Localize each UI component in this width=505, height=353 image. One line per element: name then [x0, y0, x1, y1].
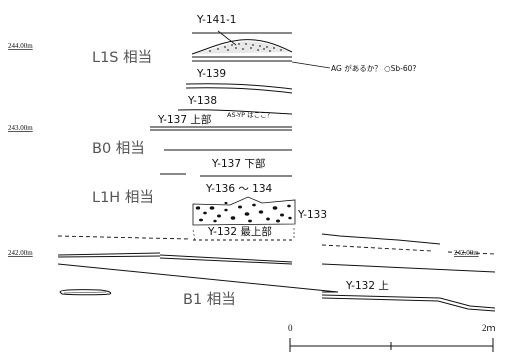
elevation-label-242-right: 242.00m — [454, 249, 479, 257]
boundary-line — [321, 297, 496, 312]
layer-label-y132-upper: Y-132 上 — [345, 280, 389, 292]
dashed-horizon — [447, 251, 496, 255]
layer-label-y136-134: Y-136 ～ 134 — [205, 183, 273, 195]
lens-inner-line — [63, 291, 107, 294]
zone-label-b0: B0 相当 — [92, 140, 145, 157]
boundary-line — [57, 255, 161, 258]
boundary-line — [57, 263, 339, 293]
layer-label-y138: Y-138 — [187, 95, 217, 107]
dashed-bound — [192, 229, 196, 241]
elevation-label-243: 243.00m — [8, 124, 33, 132]
annotation-ag: AG があるか？ ○Sb-60? — [331, 63, 416, 73]
layer-label-y137-upper: Y-137 上部 — [157, 113, 211, 126]
scale-label-end: 2ｍ — [482, 323, 496, 333]
layer-label-y132-top: Y-132 最上部 — [207, 225, 272, 238]
boundary-line — [185, 83, 293, 90]
boundary-line — [159, 257, 293, 265]
zone-label-l1s: L1S 相当 — [92, 49, 152, 66]
boundary-line — [57, 252, 161, 256]
scale-label-start: 0 — [288, 323, 293, 333]
boundary-line — [159, 254, 293, 263]
annotation-as-yp: AS-YP はここ？ — [227, 111, 273, 119]
small-lens — [59, 289, 112, 296]
layer-label-y137-lower: Y-137 下部 — [211, 157, 265, 170]
elevation-label-244: 244.00m — [8, 42, 33, 50]
boundary-line — [321, 233, 441, 245]
dashed-horizon — [57, 235, 191, 240]
gravel-bed-dots — [195, 201, 292, 223]
layer-label-y139: Y-139 — [196, 68, 226, 80]
zone-label-l1h: L1H 相当 — [92, 189, 154, 206]
boundary-line — [185, 87, 293, 94]
gravel-bed-y133 — [192, 196, 296, 226]
layer-label-y141-1: Y-141-1 — [196, 14, 236, 26]
boundary-line — [321, 294, 496, 309]
dashed-horizon — [321, 244, 433, 252]
elevation-label-242-left: 242.00m — [8, 249, 33, 257]
boundary-line — [321, 263, 496, 273]
gravel-lens-fill — [194, 41, 290, 54]
leader-line — [291, 61, 331, 69]
zone-label-b1: B1 相当 — [183, 291, 236, 308]
gravel-lens-outline — [191, 39, 293, 55]
gravel-dots — [209, 43, 282, 52]
leader-line — [217, 30, 237, 46]
boundary-line — [177, 109, 293, 115]
layer-label-y133: Y-133 — [297, 209, 327, 221]
